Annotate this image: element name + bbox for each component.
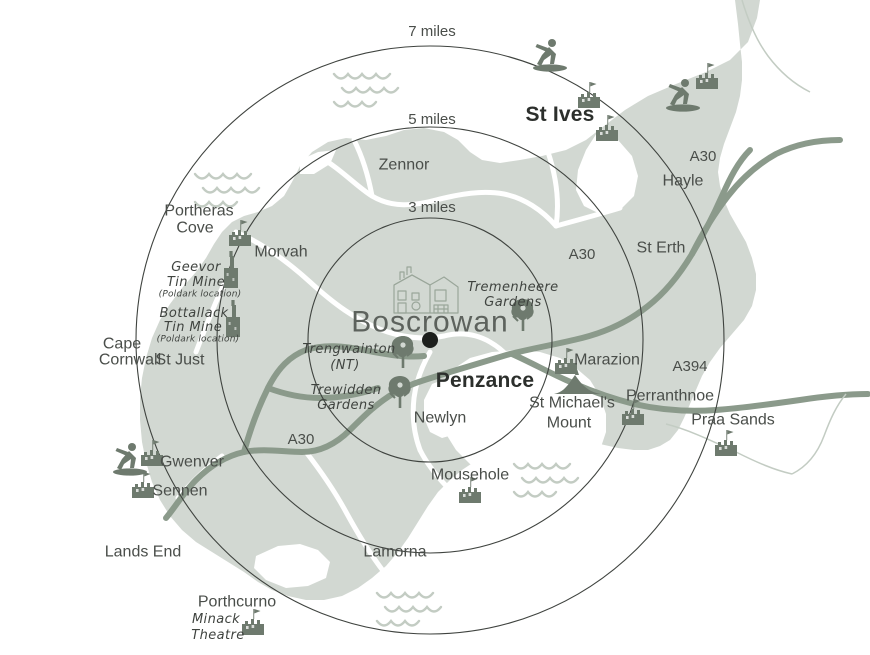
minor-road-morvah-boscrowan bbox=[233, 229, 447, 341]
attraction-label-tin-mine: Tin Mine bbox=[163, 320, 223, 336]
place-label-praa-sands[interactable]: Praa Sands bbox=[691, 411, 775, 429]
attraction-label-trengwainton: Trengwainton bbox=[302, 342, 396, 358]
attraction-label-bottallack: Bottallack bbox=[159, 306, 229, 322]
road-label-a394: A394 bbox=[672, 358, 708, 376]
praa-sands-castle-icon bbox=[715, 430, 737, 456]
attraction-label-gardens: Gardens bbox=[484, 295, 542, 311]
distance-rings-layer bbox=[135, 45, 725, 635]
place-label-marazion[interactable]: Marazion bbox=[574, 351, 640, 369]
attraction-label-poldark-location: (Poldark location) bbox=[158, 289, 242, 300]
west-coast-notch bbox=[300, 150, 336, 174]
major-roads-layer bbox=[163, 137, 870, 521]
ring-label-ring-5: 5 miles bbox=[408, 111, 456, 129]
ring-7-miles bbox=[135, 45, 725, 635]
place-label-mousehole[interactable]: Mousehole bbox=[430, 466, 510, 484]
place-label-lamorna[interactable]: Lamorna bbox=[363, 543, 427, 561]
road-a30-trengwainton bbox=[265, 385, 381, 401]
ring-3-miles bbox=[307, 217, 553, 463]
attraction-label-minack: Minack bbox=[191, 612, 241, 628]
boscrowan-center-marker[interactable] bbox=[422, 332, 438, 348]
place-label-cape[interactable]: Cape bbox=[102, 335, 142, 353]
attraction-label-gardens: Gardens bbox=[317, 398, 375, 414]
place-label-portheras[interactable]: Portheras bbox=[164, 202, 234, 220]
minor-road-hayle-link bbox=[553, 205, 623, 229]
minor-road-coast-north-st-ives bbox=[517, 105, 581, 135]
place-label-cove[interactable]: Cove bbox=[176, 219, 214, 237]
wave-group-north-west bbox=[332, 72, 400, 108]
place-label-mount[interactable]: Mount bbox=[546, 414, 592, 432]
place-label-zennor[interactable]: Zennor bbox=[378, 156, 430, 174]
place-label-newlyn[interactable]: Newlyn bbox=[413, 409, 467, 427]
road-a30-st-just-branch bbox=[241, 343, 427, 455]
place-label-morvah[interactable]: Morvah bbox=[254, 243, 308, 261]
minor-road-south-inland bbox=[303, 449, 387, 575]
place-label-st-erth[interactable]: St Erth bbox=[636, 239, 686, 257]
place-label-lands-end[interactable]: Lands End bbox=[104, 543, 182, 561]
faint-coast-ne bbox=[741, 0, 811, 93]
faint-coast-east bbox=[791, 393, 847, 475]
place-label-boscrowan[interactable]: Boscrowan bbox=[351, 305, 509, 339]
attraction-label-nt: (NT) bbox=[330, 358, 360, 374]
place-label-gwenver[interactable]: Gwenver bbox=[159, 453, 225, 471]
minor-road-penzance-newlyn bbox=[410, 349, 433, 453]
place-label-porthcurno[interactable]: Porthcurno bbox=[197, 593, 277, 611]
hayle-estuary bbox=[612, 166, 636, 196]
road-label-a30-west: A30 bbox=[287, 431, 315, 449]
land-end-notch bbox=[254, 544, 330, 588]
road-a30-hayle-north bbox=[689, 137, 843, 257]
attraction-label-tremenheere: Tremenheere bbox=[467, 280, 559, 296]
mounts-bay-inlet bbox=[442, 350, 606, 482]
attraction-label-poldark-location: (Poldark location) bbox=[156, 334, 240, 345]
minor-road-newlyn-mousehole bbox=[417, 447, 455, 495]
place-label-sennen[interactable]: Sennen bbox=[152, 482, 208, 500]
attraction-label-geevor: Geevor bbox=[171, 260, 221, 276]
place-label-st-ives[interactable]: St Ives bbox=[525, 102, 595, 126]
minor-road-zennor-north bbox=[351, 137, 375, 199]
attraction-label-theatre: Theatre bbox=[191, 628, 245, 644]
penzance-harbour-inlet bbox=[424, 378, 474, 438]
place-label-hayle[interactable]: Hayle bbox=[662, 172, 704, 190]
minor-road-st-ives-spur bbox=[521, 105, 561, 229]
ring-label-ring-7: 7 miles bbox=[408, 23, 456, 41]
place-label-cornwall[interactable]: Cornwall bbox=[98, 351, 162, 369]
place-label-st-just[interactable]: St Just bbox=[155, 351, 205, 369]
place-label-penzance[interactable]: Penzance bbox=[435, 368, 535, 392]
minor-roads-layer bbox=[175, 105, 623, 611]
ring-label-ring-3: 3 miles bbox=[408, 199, 456, 217]
road-a394 bbox=[509, 351, 870, 414]
st-ives-surfer-icon bbox=[533, 39, 567, 72]
minor-road-zennor-coast bbox=[315, 153, 559, 229]
attraction-label-trewidden: Trewidden bbox=[310, 383, 382, 399]
wave-group-south bbox=[375, 591, 443, 627]
attraction-label-tin-mine: Tin Mine bbox=[166, 275, 226, 291]
road-label-a30-st-erth: A30 bbox=[568, 246, 596, 264]
place-label-st-michael-s[interactable]: St Michael's bbox=[529, 394, 615, 412]
minor-road-porthcurno bbox=[335, 569, 387, 611]
ring-5-miles bbox=[216, 126, 644, 554]
place-label-perranthnoe[interactable]: Perranthnoe bbox=[625, 387, 715, 405]
road-label-a30-hayle: A30 bbox=[689, 148, 717, 166]
minor-road-boscrowan-penzance bbox=[441, 331, 523, 379]
minack-theatre-icon bbox=[242, 609, 264, 635]
